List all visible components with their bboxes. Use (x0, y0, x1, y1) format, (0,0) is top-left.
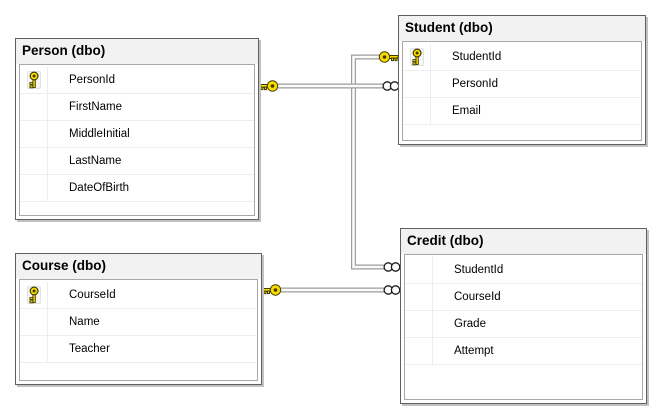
table-course-title[interactable]: Course (dbo) (16, 254, 261, 279)
primary-key-cell (20, 175, 48, 201)
table-person-title[interactable]: Person (dbo) (16, 39, 258, 64)
column-row[interactable]: StudentId (403, 44, 641, 71)
relationship-course-credit[interactable] (262, 284, 401, 296)
primary-key-cell (405, 284, 433, 310)
primary-key-cell (20, 282, 48, 308)
column-name: DateOfBirth (69, 182, 130, 194)
table-course-columns: CourseId Name (19, 279, 258, 381)
table-student: Student (dbo) StudentId (398, 15, 646, 145)
column-row[interactable]: MiddleInitial (20, 121, 254, 148)
column-name: MiddleInitial (69, 128, 130, 140)
primary-key-icon (26, 286, 41, 304)
column-name: CourseId (454, 291, 501, 303)
primary-key-icon (26, 71, 41, 89)
relationship-pipe-fill (352, 55, 384, 269)
column-row[interactable]: DateOfBirth (20, 175, 254, 202)
relationship-person-student[interactable] (259, 80, 400, 92)
primary-key-cell (20, 94, 48, 120)
primary-key-cell (20, 67, 48, 93)
primary-key-icon (409, 48, 424, 66)
column-row[interactable]: Teacher (20, 336, 257, 363)
column-name: LastName (69, 155, 122, 167)
infinity-icon (383, 285, 401, 295)
table-person: Person (dbo) PersonId (15, 38, 259, 220)
primary-key-cell (403, 98, 431, 124)
column-row[interactable]: StudentId (405, 257, 642, 284)
table-credit-columns: StudentId CourseId (404, 254, 643, 400)
table-student-title[interactable]: Student (dbo) (399, 16, 645, 41)
relationship-student-credit[interactable] (351, 51, 401, 272)
column-name: FirstName (69, 101, 123, 113)
primary-key-cell (405, 257, 433, 283)
column-name: StudentId (452, 51, 502, 63)
column-row[interactable]: CourseId (405, 284, 642, 311)
primary-key-cell (20, 336, 48, 362)
primary-key-cell (403, 71, 431, 97)
key-icon (378, 51, 399, 63)
primary-key-cell (20, 121, 48, 147)
primary-key-cell (405, 338, 433, 364)
key-icon (259, 80, 279, 92)
primary-key-cell (405, 311, 433, 337)
column-name: Email (452, 105, 481, 117)
column-row[interactable]: Grade (405, 311, 642, 338)
column-name: Name (69, 316, 100, 328)
column-row[interactable]: Email (403, 98, 641, 125)
column-row[interactable]: Attempt (405, 338, 642, 365)
key-icon (262, 284, 282, 296)
column-name: CourseId (69, 289, 116, 301)
primary-key-cell (20, 148, 48, 174)
column-row[interactable]: PersonId (20, 67, 254, 94)
table-course: Course (dbo) CourseId (15, 253, 262, 385)
column-name: Grade (454, 318, 486, 330)
column-name: Attempt (454, 345, 494, 357)
column-row[interactable]: PersonId (403, 71, 641, 98)
column-name: PersonId (69, 74, 116, 86)
column-row[interactable]: FirstName (20, 94, 254, 121)
column-row[interactable]: LastName (20, 148, 254, 175)
column-name: PersonId (452, 78, 499, 90)
primary-key-cell (403, 44, 431, 70)
table-credit: Credit (dbo) StudentId (400, 228, 647, 404)
column-row[interactable]: CourseId (20, 282, 257, 309)
column-name: StudentId (454, 264, 504, 276)
primary-key-cell (20, 309, 48, 335)
column-name: Teacher (69, 343, 110, 355)
column-row[interactable]: Name (20, 309, 257, 336)
table-credit-title[interactable]: Credit (dbo) (401, 229, 646, 254)
table-person-columns: PersonId FirstName (19, 64, 255, 216)
infinity-icon (382, 81, 400, 91)
infinity-icon (383, 262, 401, 272)
table-student-columns: StudentId PersonId (402, 41, 642, 141)
